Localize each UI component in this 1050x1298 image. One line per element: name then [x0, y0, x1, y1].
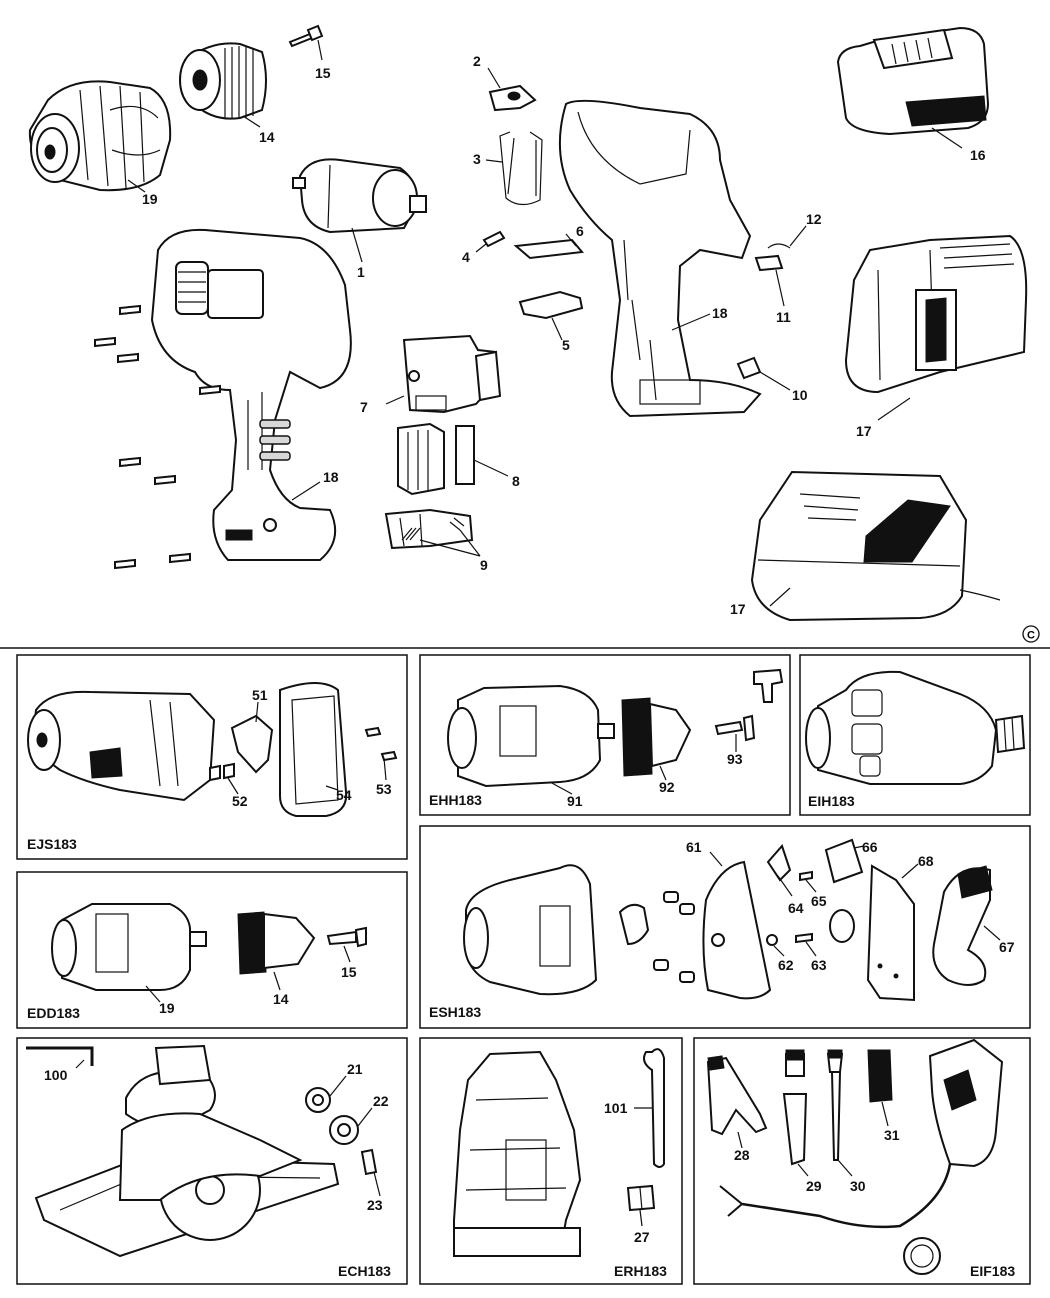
panel-ech183: 100 21 22 23 ECH183: [16, 1037, 408, 1285]
label-67: 67: [999, 939, 1015, 955]
part-18-right-housing: [558, 99, 762, 418]
label-53: 53: [376, 781, 392, 797]
label-10: 10: [792, 387, 808, 403]
part-17-charger-flat: [750, 470, 1001, 622]
label-63: 63: [811, 957, 827, 973]
label-66: 66: [862, 839, 878, 855]
label-11: 11: [776, 309, 791, 325]
panel-name-ech183: ECH183: [338, 1263, 391, 1279]
label-62: 62: [778, 957, 794, 973]
label-12: 12: [806, 211, 822, 227]
panel-edd183: 19 14 15 EDD183: [16, 871, 408, 1029]
label-1: 1: [357, 264, 365, 280]
panel-name-edd183: EDD183: [27, 1005, 80, 1021]
label-8: 8: [512, 473, 520, 489]
label-65: 65: [811, 893, 827, 909]
label-19-edd: 19: [159, 1000, 175, 1016]
label-52: 52: [232, 793, 248, 809]
label-14-edd: 14: [273, 991, 289, 1007]
part-15-screw: [288, 24, 324, 61]
label-6: 6: [576, 223, 584, 239]
label-9: 9: [480, 557, 488, 573]
label-28: 28: [734, 1147, 750, 1163]
part-8-plate: [455, 425, 509, 485]
label-23: 23: [367, 1197, 383, 1213]
panel-ehh183: 91 92 93 EHH183: [419, 654, 791, 816]
panel-esh183: 61 62 63 64 65 66 67 68 ESH183: [419, 825, 1031, 1029]
part-2-button: [487, 67, 537, 112]
label-19: 19: [142, 191, 158, 207]
panel-name-eih183: EIH183: [808, 793, 855, 809]
part-17-charger-upright: [844, 234, 1028, 421]
label-18-right: 18: [712, 305, 728, 321]
label-2: 2: [473, 53, 481, 69]
part-3-spring: [485, 131, 543, 206]
label-27: 27: [634, 1229, 650, 1245]
label-92: 92: [659, 779, 675, 795]
label-3: 3: [473, 151, 481, 167]
label-68: 68: [918, 853, 934, 869]
label-15-edd: 15: [341, 964, 357, 980]
label-17-flat: 17: [730, 601, 746, 617]
part-10-block: [736, 356, 791, 391]
panel-name-eif183: EIF183: [970, 1263, 1015, 1279]
loose-screws: [94, 304, 221, 570]
label-17-upright: 17: [856, 423, 872, 439]
label-101: 101: [604, 1100, 628, 1116]
part-1-motor: [292, 158, 427, 263]
label-16: 16: [970, 147, 986, 163]
label-4: 4: [462, 249, 470, 265]
part-7-switch: [385, 334, 502, 414]
panel-eih183: EIH183: [799, 654, 1031, 816]
copyright-mark: C: [1022, 625, 1040, 643]
label-30: 30: [850, 1178, 866, 1194]
label-31: 31: [884, 1127, 900, 1143]
label-18-left: 18: [323, 469, 339, 485]
part-19-gearbox: [28, 80, 172, 193]
heatsink: [397, 422, 445, 496]
panel-ejs183: 51 52 53 54 EJS183: [16, 654, 408, 860]
label-14: 14: [259, 129, 275, 145]
main-assembly: 15 2 3 14 19 1 4 6 5 7 8 9 18 18 12 11 1…: [28, 24, 1040, 643]
panel-name-ehh183: EHH183: [429, 792, 482, 808]
label-15: 15: [315, 65, 331, 81]
part-14-chuck: [179, 42, 267, 128]
part-12-spring: [767, 225, 807, 249]
label-93: 93: [727, 751, 743, 767]
part-4-pin: [475, 230, 506, 253]
part-11-clip: [754, 254, 785, 307]
label-21: 21: [347, 1061, 363, 1077]
label-29: 29: [806, 1178, 822, 1194]
label-22: 22: [373, 1093, 389, 1109]
label-61: 61: [686, 839, 702, 855]
label-7: 7: [360, 399, 368, 415]
part-5-lever: [518, 290, 584, 341]
svg-text:C: C: [1027, 630, 1035, 642]
panel-name-ejs183: EJS183: [27, 836, 77, 852]
panel-name-erh183: ERH183: [614, 1263, 667, 1279]
label-5: 5: [562, 337, 570, 353]
label-64: 64: [788, 900, 804, 916]
panel-erh183: 101 27 ERH183: [419, 1037, 683, 1285]
label-100: 100: [44, 1067, 68, 1083]
part-6-plate: [513, 233, 584, 260]
part-18-left-housing: [150, 228, 352, 561]
part-9-brush-holder: [384, 508, 481, 557]
label-51: 51: [252, 687, 268, 703]
label-54: 54: [336, 787, 352, 803]
panel-eif183: 28 29 30 31 EIF183: [693, 1037, 1031, 1285]
panel-name-esh183: ESH183: [429, 1004, 481, 1020]
part-16-battery: [836, 26, 990, 149]
label-91: 91: [567, 793, 583, 809]
